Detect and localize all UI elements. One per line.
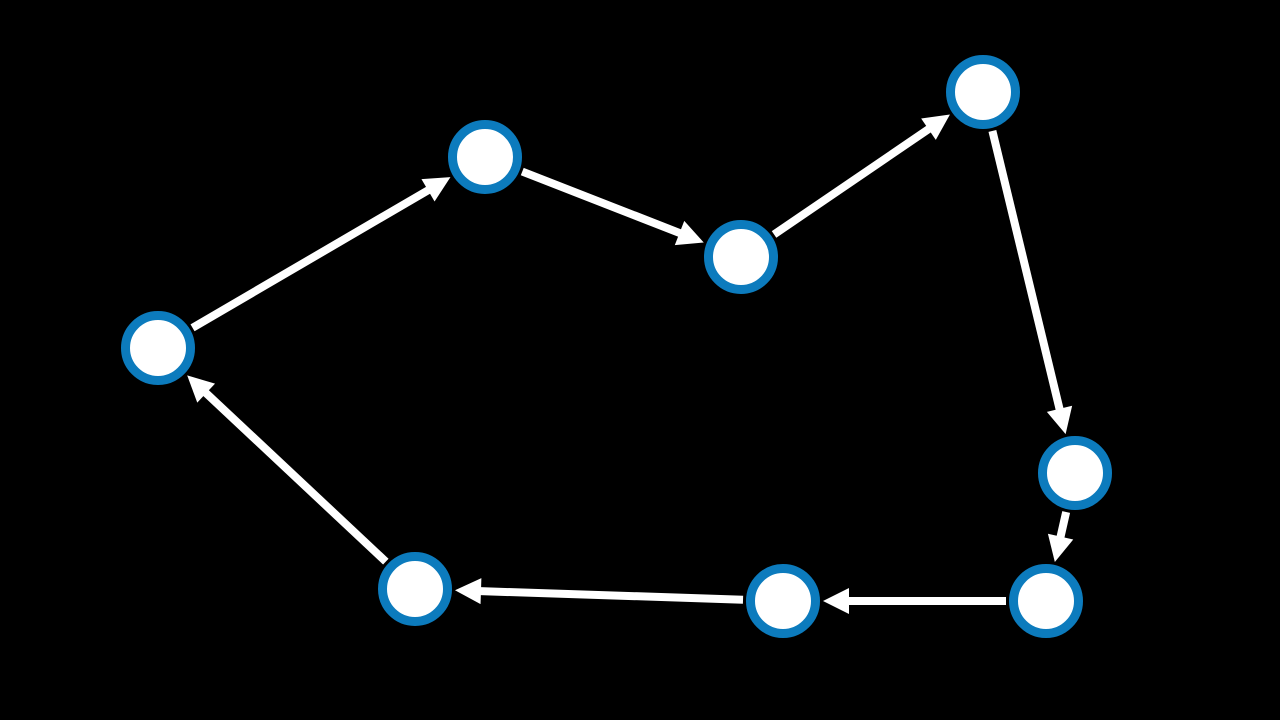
node-circle <box>448 120 522 194</box>
edge-line <box>988 129 1065 414</box>
edge-line <box>200 387 389 565</box>
edge-arrowhead-icon <box>454 578 482 605</box>
node-circle <box>1009 564 1083 638</box>
edge-layer <box>187 114 1074 614</box>
edge-arrowhead-icon <box>187 375 216 403</box>
edge-arrowhead-icon <box>421 177 451 202</box>
edge-arrowhead-icon <box>1047 533 1074 562</box>
edge-arrowhead-icon <box>674 220 704 246</box>
graph-edge[interactable] <box>190 177 451 332</box>
graph-edge[interactable] <box>187 375 389 565</box>
node-circle <box>1038 436 1112 510</box>
edge-arrowhead-icon <box>921 114 950 140</box>
edge-line <box>1055 511 1071 542</box>
graph-node[interactable] <box>946 55 1020 129</box>
node-circle <box>746 564 820 638</box>
node-circle <box>704 220 778 294</box>
graph-edge[interactable] <box>454 578 744 605</box>
graph-node[interactable] <box>378 552 452 626</box>
node-circle <box>121 311 195 385</box>
graph-node[interactable] <box>1009 564 1083 638</box>
edge-line <box>190 184 434 332</box>
graph-node[interactable] <box>121 311 195 385</box>
node-circle <box>946 55 1020 129</box>
graph-node[interactable] <box>704 220 778 294</box>
node-circle <box>378 552 452 626</box>
graph-edge[interactable] <box>520 167 704 246</box>
graph-node[interactable] <box>1038 436 1112 510</box>
graph-node[interactable] <box>746 564 820 638</box>
edge-arrowhead-icon <box>1046 405 1073 435</box>
edge-arrowhead-icon <box>823 588 849 614</box>
node-layer <box>121 55 1112 638</box>
graph-edge[interactable] <box>771 114 950 238</box>
edge-line <box>520 167 685 239</box>
graph-edge[interactable] <box>823 588 1006 614</box>
graph-edge[interactable] <box>988 129 1073 435</box>
edge-line <box>771 123 935 238</box>
graph-node[interactable] <box>448 120 522 194</box>
edge-line <box>476 587 744 604</box>
graph-edge[interactable] <box>1047 511 1074 562</box>
